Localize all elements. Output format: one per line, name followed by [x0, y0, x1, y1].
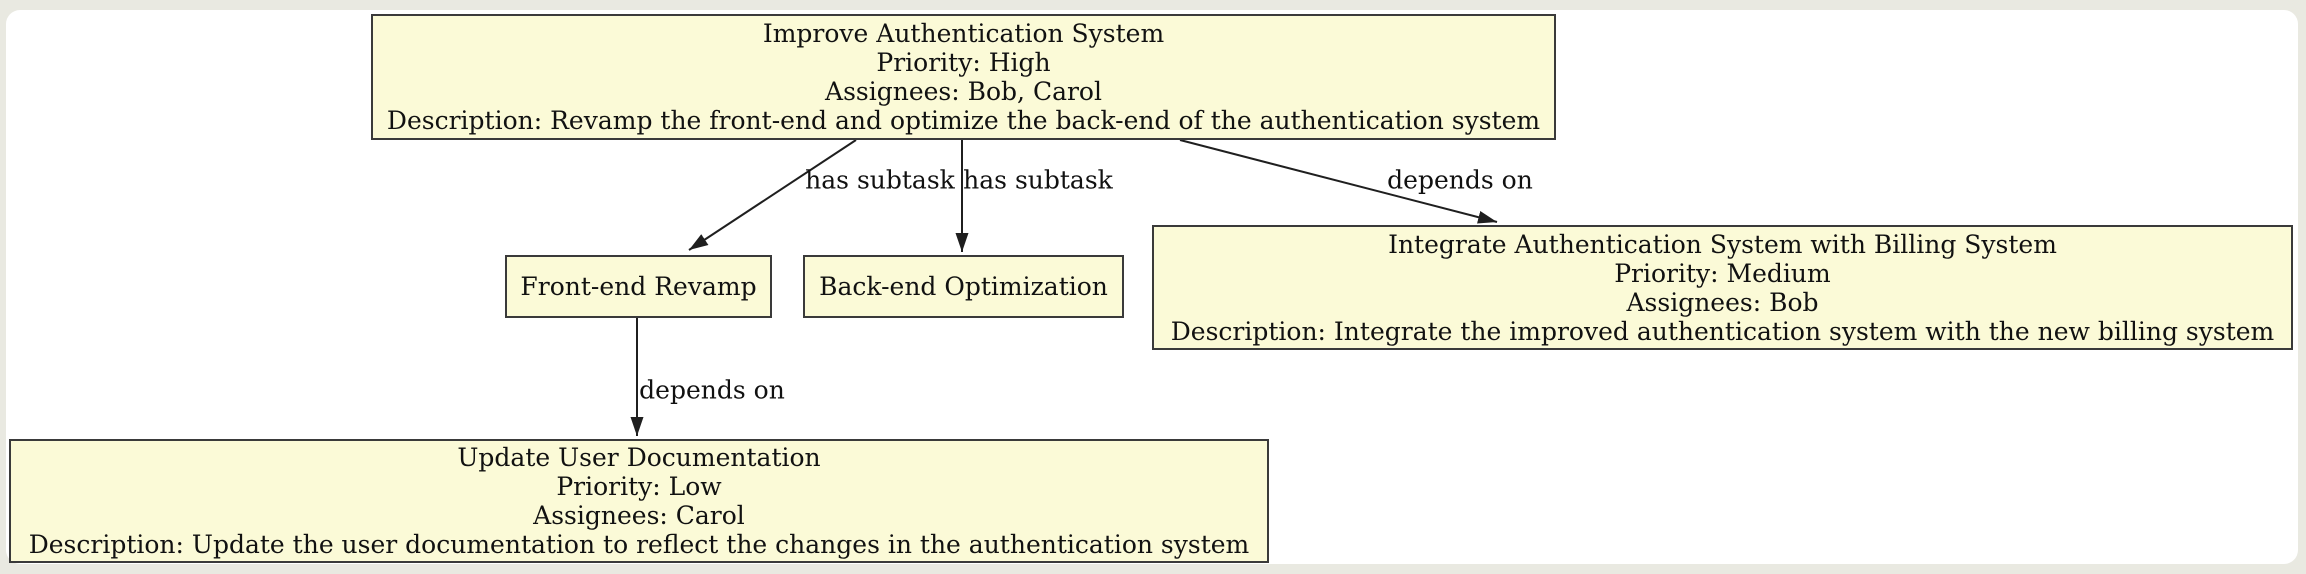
task-node-update-documentation: Update User Documentation Priority: Low … [9, 439, 1269, 563]
node-description: Description: Update the user documentati… [28, 530, 1250, 559]
task-node-improve-authentication: Improve Authentication System Priority: … [371, 14, 1556, 140]
node-description: Description: Integrate the improved auth… [1170, 316, 2275, 346]
task-node-backend-optimization: Back-end Optimization [803, 255, 1124, 318]
node-assignees: Assignees: Bob [1626, 287, 1819, 317]
node-priority: Priority: Medium [1614, 258, 1831, 288]
node-priority: Priority: Low [556, 472, 722, 501]
node-title: Back-end Optimization [819, 272, 1108, 301]
task-node-integrate-billing: Integrate Authentication System with Bil… [1152, 225, 2293, 350]
node-title: Improve Authentication System [762, 19, 1165, 48]
edge-label-depends-on-docs: depends on [639, 375, 785, 405]
task-node-frontend-revamp: Front-end Revamp [505, 255, 772, 318]
edge-label-has-subtask-backend: has subtask [963, 165, 1113, 195]
node-assignees: Assignees: Bob, Carol [825, 77, 1102, 106]
edge-label-has-subtask-frontend: has subtask [805, 165, 955, 195]
node-title: Front-end Revamp [520, 272, 757, 301]
node-title: Integrate Authentication System with Bil… [1388, 229, 2057, 259]
node-description: Description: Revamp the front-end and op… [386, 106, 1541, 135]
node-title: Update User Documentation [457, 443, 821, 472]
node-priority: Priority: High [876, 48, 1051, 77]
edge-label-depends-on-integrate: depends on [1387, 165, 1533, 195]
node-assignees: Assignees: Carol [533, 501, 745, 530]
